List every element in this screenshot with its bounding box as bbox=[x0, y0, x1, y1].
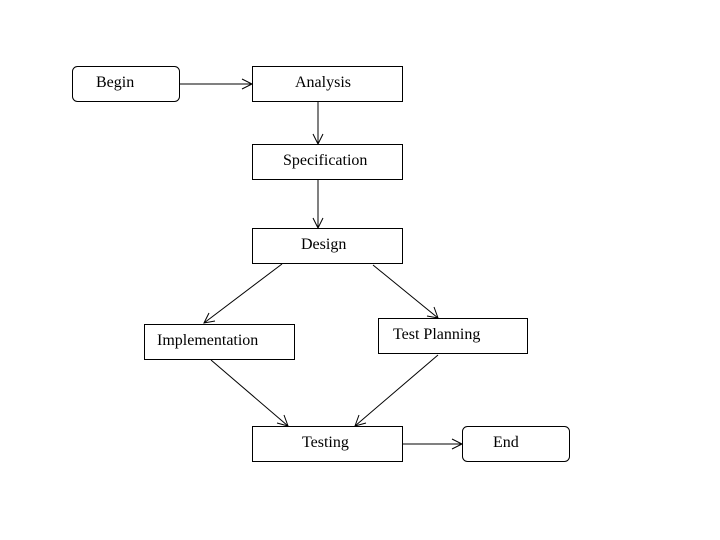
node-implementation-box bbox=[144, 324, 295, 360]
node-implementation-label: Implementation bbox=[157, 332, 258, 349]
node-analysis: Analysis bbox=[252, 66, 403, 102]
edge-test-planning-testing bbox=[354, 354, 439, 427]
edge-specification-design bbox=[312, 180, 324, 230]
edge-begin-analysis-arrowhead bbox=[241, 78, 254, 90]
node-begin-box bbox=[72, 66, 180, 102]
edge-testing-end bbox=[403, 438, 464, 450]
node-design-box bbox=[252, 228, 403, 264]
node-end: End bbox=[462, 426, 570, 462]
node-design: Design bbox=[252, 228, 403, 264]
edge-begin-analysis bbox=[180, 78, 254, 90]
node-test-planning: Test Planning bbox=[378, 318, 528, 354]
node-specification: Specification bbox=[252, 144, 403, 180]
node-design-label: Design bbox=[301, 236, 346, 253]
edge-design-implementation bbox=[203, 263, 283, 324]
node-analysis-label: Analysis bbox=[295, 74, 351, 91]
edge-design-test-planning-line bbox=[372, 264, 439, 319]
edge-implementation-testing bbox=[210, 359, 289, 427]
edge-testing-end-arrowhead bbox=[451, 438, 464, 450]
node-test-planning-label: Test Planning bbox=[393, 326, 480, 343]
edge-design-implementation-arrowhead bbox=[203, 312, 216, 324]
node-testing-box bbox=[252, 426, 403, 462]
edge-design-implementation-line bbox=[203, 263, 283, 324]
edge-test-planning-testing-line bbox=[354, 354, 439, 427]
edge-test-planning-testing-arrowhead bbox=[354, 414, 367, 427]
node-specification-label: Specification bbox=[283, 152, 367, 169]
node-implementation: Implementation bbox=[144, 324, 295, 360]
node-end-label: End bbox=[493, 434, 519, 451]
node-testing: Testing bbox=[252, 426, 403, 462]
node-test-planning-box bbox=[378, 318, 528, 354]
edge-analysis-specification-arrowhead bbox=[312, 133, 324, 146]
edge-analysis-specification bbox=[312, 102, 324, 146]
edge-specification-design-arrowhead bbox=[312, 217, 324, 230]
node-specification-box bbox=[252, 144, 403, 180]
node-testing-label: Testing bbox=[302, 434, 349, 451]
node-begin: Begin bbox=[72, 66, 180, 102]
edge-implementation-testing-arrowhead bbox=[276, 414, 289, 427]
node-analysis-box bbox=[252, 66, 403, 102]
edge-design-test-planning-arrowhead bbox=[426, 306, 439, 319]
node-begin-label: Begin bbox=[96, 74, 134, 91]
edge-implementation-testing-line bbox=[210, 359, 289, 427]
edge-design-test-planning bbox=[372, 264, 439, 319]
